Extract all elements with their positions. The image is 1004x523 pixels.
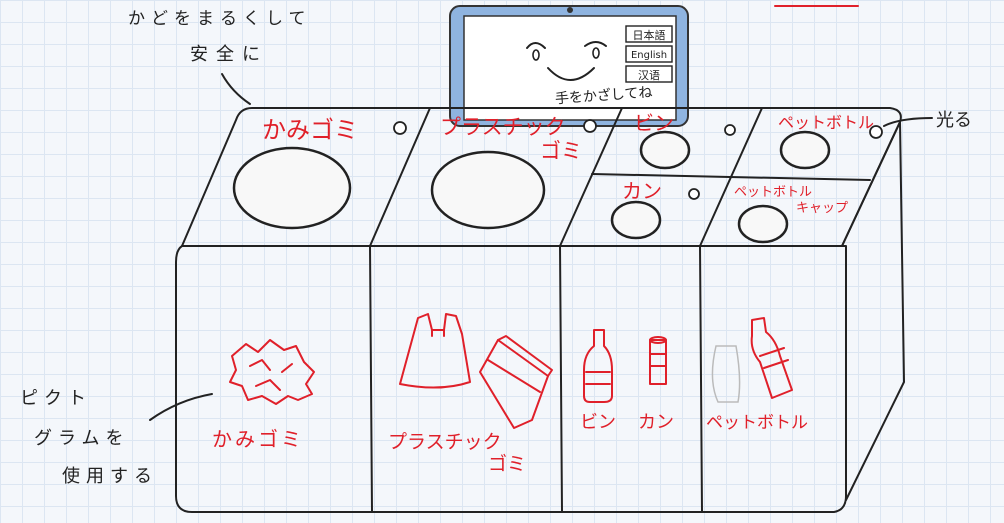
lid-label-plastic-line1: プラスチック bbox=[440, 115, 566, 139]
crumpled-paper-icon bbox=[229, 339, 315, 405]
lid-label-cap-line1: ペットボトル bbox=[734, 185, 812, 200]
paper-slot bbox=[232, 146, 352, 230]
language-button-ja[interactable]: 日本語 bbox=[625, 25, 673, 43]
lid-label-can: カン bbox=[622, 179, 662, 203]
language-label-en: English bbox=[631, 50, 667, 61]
can-icon bbox=[649, 336, 667, 385]
language-label-zh: 汉语 bbox=[638, 69, 660, 82]
bottle-slot bbox=[639, 130, 691, 170]
pictogram-note-line3: 使用する bbox=[62, 466, 158, 487]
smiley-face-icon bbox=[526, 41, 607, 81]
front-label-plastic-line2: ゴミ bbox=[488, 453, 526, 475]
hand-prompt: 手をかざしてね bbox=[554, 84, 653, 108]
front-label-plastic-line1: プラスチック bbox=[388, 431, 502, 453]
pet-bottle-slot bbox=[779, 130, 831, 170]
lid-label-pet-bottle: ペットボトル bbox=[778, 113, 874, 132]
rounded-corners-note-line2: 安全に bbox=[190, 44, 268, 65]
camera-icon bbox=[567, 7, 573, 13]
glass-bottle-icon bbox=[583, 329, 613, 403]
lid-label-cap-line2: キャップ bbox=[796, 201, 848, 216]
language-button-en[interactable]: English bbox=[625, 45, 673, 63]
plastic-bag-icon bbox=[399, 313, 471, 389]
pictogram-note-line2: グラムを bbox=[34, 428, 129, 449]
pet-bottle-icon bbox=[711, 317, 793, 403]
plastic-light-icon bbox=[583, 119, 597, 133]
paper-light-icon bbox=[393, 121, 407, 135]
pictogram-note-line1: ピクト bbox=[20, 388, 92, 409]
plastic-slot bbox=[430, 150, 546, 230]
front-label-pet-bottle: ペットボトル bbox=[706, 413, 808, 433]
pictogram-pointer-line bbox=[149, 393, 213, 421]
front-label-can: カン bbox=[638, 412, 674, 433]
can-slot bbox=[610, 200, 662, 240]
cap-slot bbox=[737, 204, 789, 244]
can-light-icon bbox=[688, 188, 700, 200]
lights-note: 光る bbox=[936, 110, 972, 131]
pet-bottle-light-icon bbox=[869, 125, 883, 139]
bin-body bbox=[175, 121, 905, 513]
rounded-corners-note-line1: かどをまるくして bbox=[128, 9, 312, 29]
bottle-light-icon bbox=[724, 124, 736, 136]
front-label-bottle: ビン bbox=[580, 412, 616, 433]
lights-pointer-line bbox=[883, 117, 933, 127]
lid-label-plastic-line2: ゴミ bbox=[540, 139, 582, 163]
language-label-ja: 日本語 bbox=[633, 28, 666, 42]
language-button-zh[interactable]: 汉语 bbox=[625, 65, 673, 83]
front-label-paper: かみゴミ bbox=[212, 427, 304, 451]
touch-screen: 日本語 English 汉语 手をかざしてね bbox=[449, 5, 689, 127]
lid-label-bottle: ビン bbox=[634, 111, 674, 135]
note-pointer-line bbox=[221, 73, 251, 105]
plastic-pouch-icon bbox=[479, 335, 553, 429]
lid-label-paper: かみゴミ bbox=[262, 116, 358, 144]
bin-lid: かみゴミ プラスチック ゴミ ビン ペットボトル カン ペットボトル キャップ bbox=[181, 107, 902, 247]
